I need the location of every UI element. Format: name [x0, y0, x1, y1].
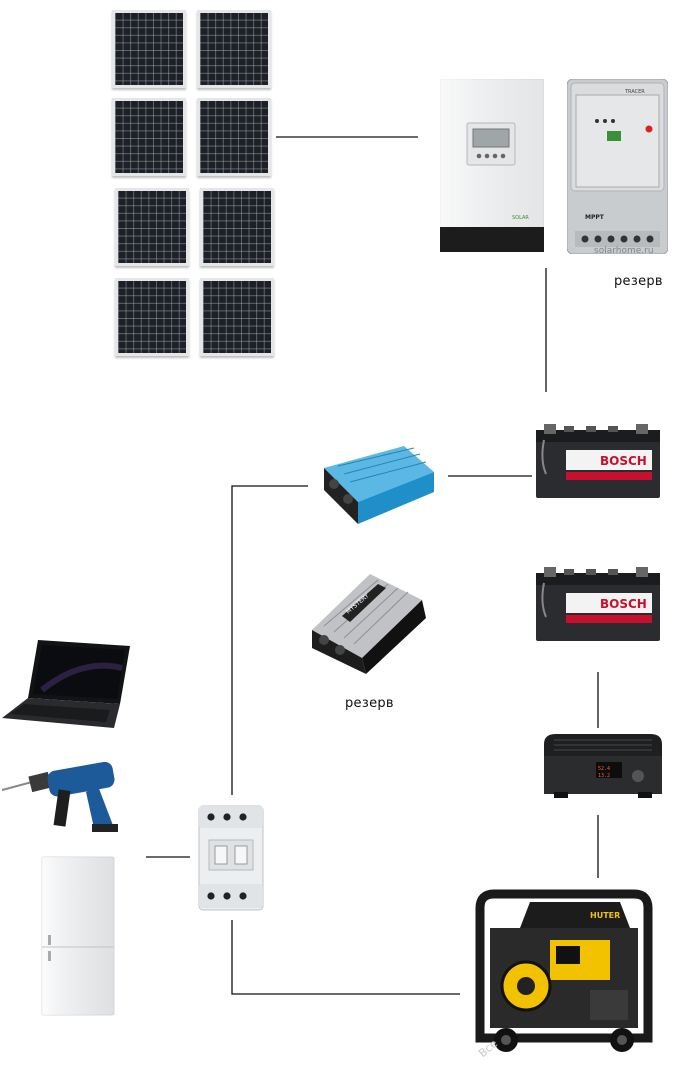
svg-text:52.4: 52.4	[598, 766, 610, 772]
label-inverter-reserve: резерв	[345, 696, 394, 711]
wire-switch-to-generator	[231, 920, 460, 995]
svg-text:TRACER: TRACER	[624, 89, 645, 95]
inverter-reserve: MYSTERY	[308, 570, 428, 675]
inverter-main	[318, 444, 436, 526]
battery-charger: 52.4 13.2	[540, 730, 665, 802]
refrigerator	[40, 855, 116, 1017]
battery-1: BOSCH	[532, 420, 662, 500]
solar-panel	[115, 278, 189, 356]
solar-panel	[112, 10, 186, 88]
transfer-switch	[197, 800, 265, 912]
svg-text:MPPT: MPPT	[585, 214, 605, 221]
solar-panel	[197, 98, 271, 176]
solar-panel	[200, 278, 274, 356]
solar-panel	[200, 188, 274, 266]
solar-panel	[112, 98, 186, 176]
charge-controller-tracer: TRACER MPPT	[566, 78, 669, 255]
solar-panel	[197, 10, 271, 88]
svg-text:SOLAR: SOLAR	[512, 215, 529, 221]
power-drill	[1, 752, 126, 834]
label-controller-reserve: резерв	[614, 274, 663, 289]
wire-inverter-to-switch	[231, 485, 308, 795]
battery-2: BOSCH	[532, 563, 662, 643]
svg-text:BOSCH: BOSCH	[600, 597, 647, 611]
charge-controller-main: SOLAR	[439, 78, 545, 252]
svg-text:13.2: 13.2	[598, 773, 610, 779]
generator: HUTER	[470, 888, 658, 1056]
laptop	[2, 638, 132, 730]
svg-text:BOSCH: BOSCH	[600, 454, 647, 468]
svg-text:HUTER: HUTER	[590, 911, 620, 920]
watermark-top: solarhome.ru	[594, 246, 654, 256]
solar-panel	[115, 188, 189, 266]
